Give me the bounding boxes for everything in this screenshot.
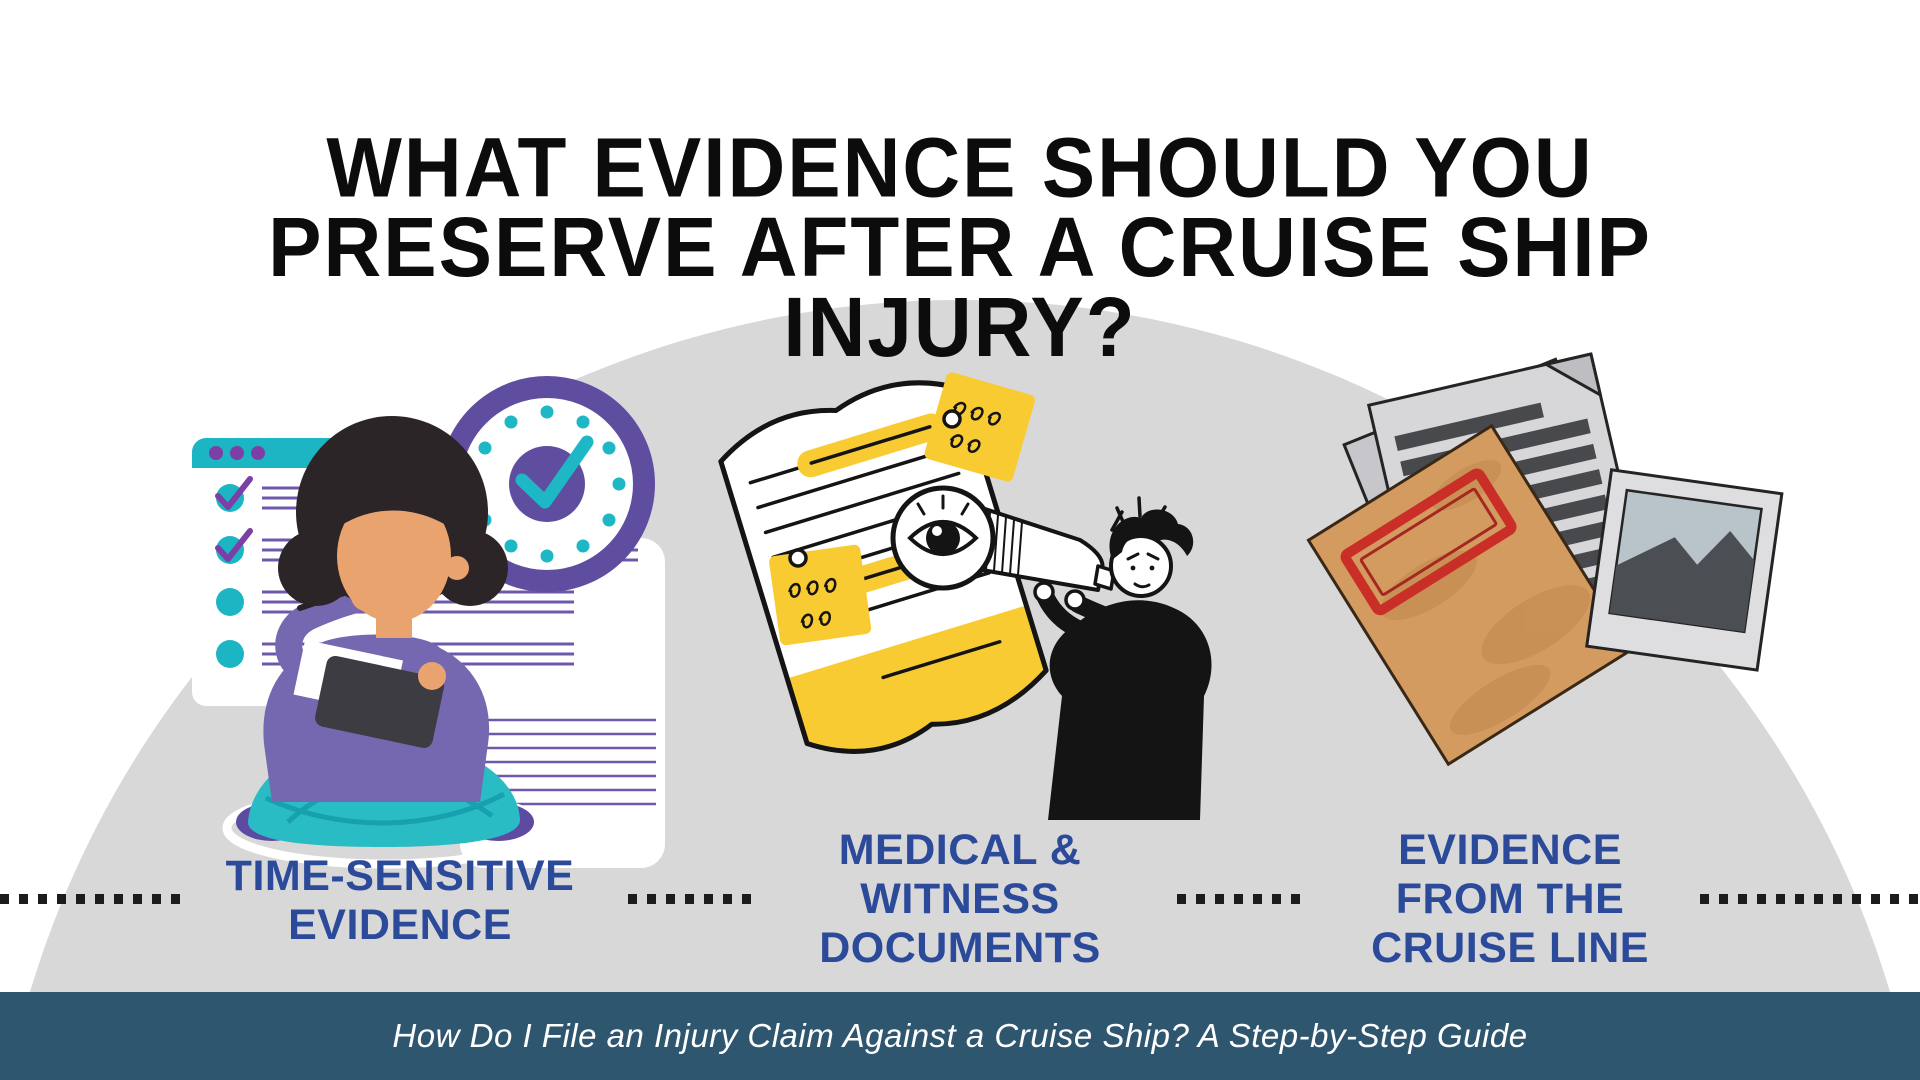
worried-man-icon <box>1033 496 1212 820</box>
title-line: INJURY? <box>783 279 1137 374</box>
envelope-icon <box>1306 423 1634 767</box>
dotted-separator <box>628 894 758 904</box>
section-label-medical-witness: MEDICAL & WITNESS DOCUMENTS <box>735 826 1185 973</box>
section-label-line: WITNESS <box>860 875 1060 923</box>
stamp-frame-icon <box>1340 468 1517 616</box>
section-label-line: DOCUMENTS <box>819 924 1101 972</box>
section-label-time-sensitive: TIME-SENSITIVE EVIDENCE <box>140 852 660 950</box>
section-label-line: EVIDENCE <box>288 901 512 949</box>
sticky-note-icon <box>924 372 1035 482</box>
dotted-separator <box>1700 894 1920 904</box>
dotted-separator <box>1177 894 1305 904</box>
section-label-line: EVIDENCE <box>1398 826 1622 874</box>
title-line: WHAT EVIDENCE SHOULD YOU <box>326 120 1594 214</box>
pin-icon <box>942 409 962 429</box>
section-label-line: TIME-SENSITIVE <box>225 852 575 900</box>
illustration-time-sensitive <box>192 376 665 869</box>
page-title: WHAT EVIDENCE SHOULD YOU PRESERVE AFTER … <box>0 120 1920 374</box>
magnifier-eye-icon <box>890 485 1149 592</box>
witness-document-icon <box>718 380 1049 754</box>
illustration-medical-witness <box>718 372 1212 820</box>
section-label-line: CRUISE LINE <box>1371 924 1649 972</box>
section-label-cruise-line: EVIDENCE FROM THE CRUISE LINE <box>1290 826 1730 973</box>
footer-caption: How Do I File an Injury Claim Against a … <box>392 1017 1528 1054</box>
footer-bar: How Do I File an Injury Claim Against a … <box>0 992 1920 1080</box>
dotted-separator <box>0 894 190 904</box>
person-writing-illustration <box>222 416 548 869</box>
illustration-cruise-line-evidence <box>1306 352 1784 767</box>
section-label-line: FROM THE <box>1395 875 1625 923</box>
title-line: PRESERVE AFTER A CRUISE SHIP <box>268 200 1652 294</box>
section-label-line: MEDICAL & <box>838 826 1082 874</box>
photo-icon <box>1585 468 1784 672</box>
pin-icon <box>788 548 808 568</box>
sticky-note-icon <box>769 544 872 646</box>
